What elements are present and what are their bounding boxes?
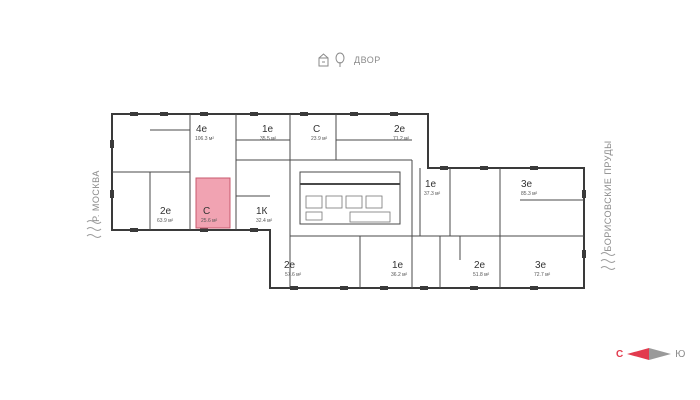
apartment-type-2e-71: 2е: [394, 124, 406, 135]
building-core: [299, 171, 401, 225]
apartment-area-c-25: 25.6 м²: [201, 218, 218, 224]
apartment-type-2e-57: 2е: [284, 260, 296, 271]
apartment-type-4e-106: 4е: [196, 124, 208, 135]
apartment-type-1e-37: 1е: [425, 179, 437, 190]
courtyard-marker: ДВОР: [318, 50, 381, 70]
playground-tree-icon: [318, 52, 345, 67]
apartment-area-2e-71: 71.2 м²: [393, 136, 410, 142]
apartment-type-1e-36: 1е: [392, 260, 404, 271]
building-outline: [111, 113, 585, 289]
apartment-type-1k-32: 1К: [256, 206, 268, 217]
compass: С Ю: [616, 346, 685, 362]
apartment-area-2e-51: 51.8 м²: [473, 272, 490, 278]
interior-walls: [112, 114, 584, 288]
apartment-type-3e-72: 3е: [535, 260, 547, 271]
window-marks: [110, 112, 586, 290]
courtyard-label: ДВОР: [354, 55, 381, 65]
apartment-highlight-c-25[interactable]: [195, 177, 231, 229]
compass-arrow-icon: [627, 348, 672, 360]
apartment-area-1e-36: 36.2 м²: [391, 272, 408, 278]
water-right-icon: [600, 252, 616, 270]
apartment-area-c-23: 23.9 м²: [311, 136, 328, 142]
apartment-type-3e-85: 3е: [521, 179, 533, 190]
apartment-area-3e-72: 72.7 м²: [534, 272, 551, 278]
apartment-area-2e-63: 63.9 м²: [157, 218, 174, 224]
compass-from-label: С: [616, 348, 624, 360]
apartment-area-1k-32: 32.4 м²: [256, 218, 273, 224]
apartment-type-c-23: С: [313, 124, 320, 135]
apartment-area-1e-35: 35.5 м²: [260, 136, 277, 142]
apartment-area-3e-85: 85.3 м²: [521, 191, 538, 197]
compass-to-label: Ю: [675, 348, 686, 360]
apartment-type-1e-35: 1е: [262, 124, 274, 135]
apartment-area-2e-57: 57.6 м²: [285, 272, 302, 278]
apartment-type-c-25: С: [203, 206, 210, 217]
apartment-area-4e-106: 106.3 м²: [195, 136, 214, 142]
apartment-type-2e-63: 2е: [160, 206, 172, 217]
water-left-icon: [86, 220, 102, 238]
apartment-type-2e-51: 2е: [474, 260, 486, 271]
apartment-area-1e-37: 37.3 м²: [424, 191, 441, 197]
